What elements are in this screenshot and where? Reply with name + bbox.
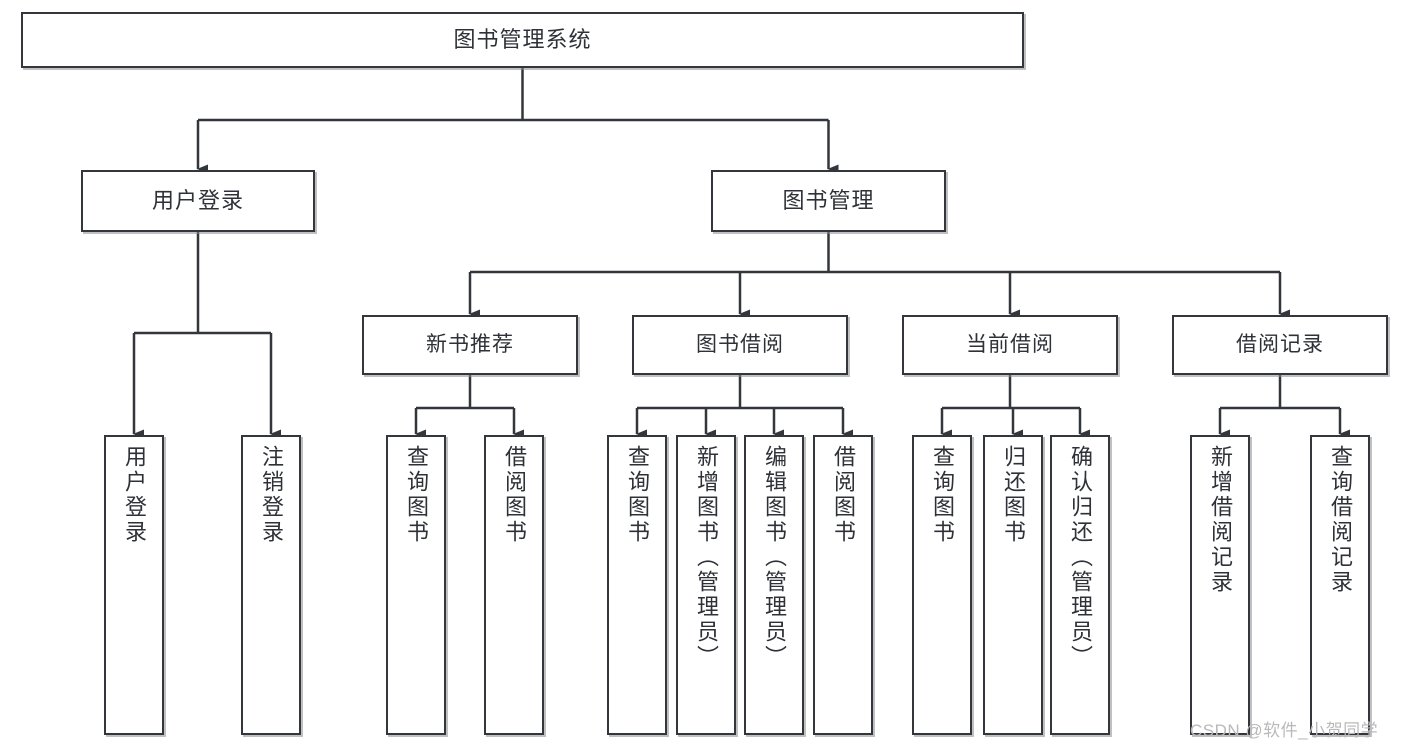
node-newbooks[interactable]: 新书推荐 bbox=[362, 315, 578, 375]
node-label: 借阅图书 bbox=[502, 445, 527, 545]
node-label: 查询图书 bbox=[404, 445, 429, 545]
node-l1[interactable]: 用户登录 bbox=[104, 435, 164, 735]
node-borrow[interactable]: 图书借阅 bbox=[632, 315, 848, 375]
node-l13[interactable]: 查询借阅记录 bbox=[1310, 435, 1370, 735]
node-l6[interactable]: 新增图书（管理员） bbox=[676, 435, 736, 735]
node-l7[interactable]: 编辑图书（管理员） bbox=[744, 435, 804, 735]
node-label: 归还图书 bbox=[1001, 445, 1026, 545]
node-label: 查询图书 bbox=[625, 445, 650, 545]
node-l4[interactable]: 借阅图书 bbox=[484, 435, 544, 735]
node-label: 新书推荐 bbox=[426, 332, 514, 356]
node-label: 借阅记录 bbox=[1236, 332, 1324, 356]
node-label: 新增图书（管理员） bbox=[694, 445, 719, 670]
node-label: 用户登录 bbox=[122, 445, 147, 545]
node-l12[interactable]: 新增借阅记录 bbox=[1190, 435, 1250, 735]
node-l10[interactable]: 归还图书 bbox=[983, 435, 1043, 735]
node-login[interactable]: 用户登录 bbox=[81, 170, 315, 232]
node-label: 当前借阅 bbox=[966, 332, 1054, 356]
node-l2[interactable]: 注销登录 bbox=[241, 435, 301, 735]
node-root[interactable]: 图书管理系统 bbox=[21, 12, 1024, 68]
node-label: 注销登录 bbox=[259, 445, 284, 545]
node-label: 查询图书 bbox=[930, 445, 955, 545]
node-bookmgmt[interactable]: 图书管理 bbox=[711, 170, 946, 232]
node-label: 确认归还（管理员） bbox=[1068, 445, 1093, 670]
node-label: 新增借阅记录 bbox=[1208, 445, 1233, 595]
node-label: 图书管理系统 bbox=[453, 27, 592, 53]
node-l5[interactable]: 查询图书 bbox=[607, 435, 667, 735]
node-label: 借阅图书 bbox=[831, 445, 856, 545]
node-records[interactable]: 借阅记录 bbox=[1172, 315, 1388, 375]
node-label: 图书借阅 bbox=[696, 332, 784, 356]
csdn-watermark: CSDN @软件_小贺同学 bbox=[1190, 721, 1379, 740]
node-label: 图书管理 bbox=[782, 188, 875, 214]
node-label: 查询借阅记录 bbox=[1328, 445, 1353, 595]
node-l3[interactable]: 查询图书 bbox=[386, 435, 446, 735]
node-current[interactable]: 当前借阅 bbox=[902, 315, 1118, 375]
node-l8[interactable]: 借阅图书 bbox=[813, 435, 873, 735]
node-label: 编辑图书（管理员） bbox=[762, 445, 787, 670]
node-label: 用户登录 bbox=[151, 188, 244, 214]
tree-connectors bbox=[132, 68, 1350, 439]
node-l9[interactable]: 查询图书 bbox=[912, 435, 972, 735]
node-l11[interactable]: 确认归还（管理员） bbox=[1050, 435, 1110, 735]
